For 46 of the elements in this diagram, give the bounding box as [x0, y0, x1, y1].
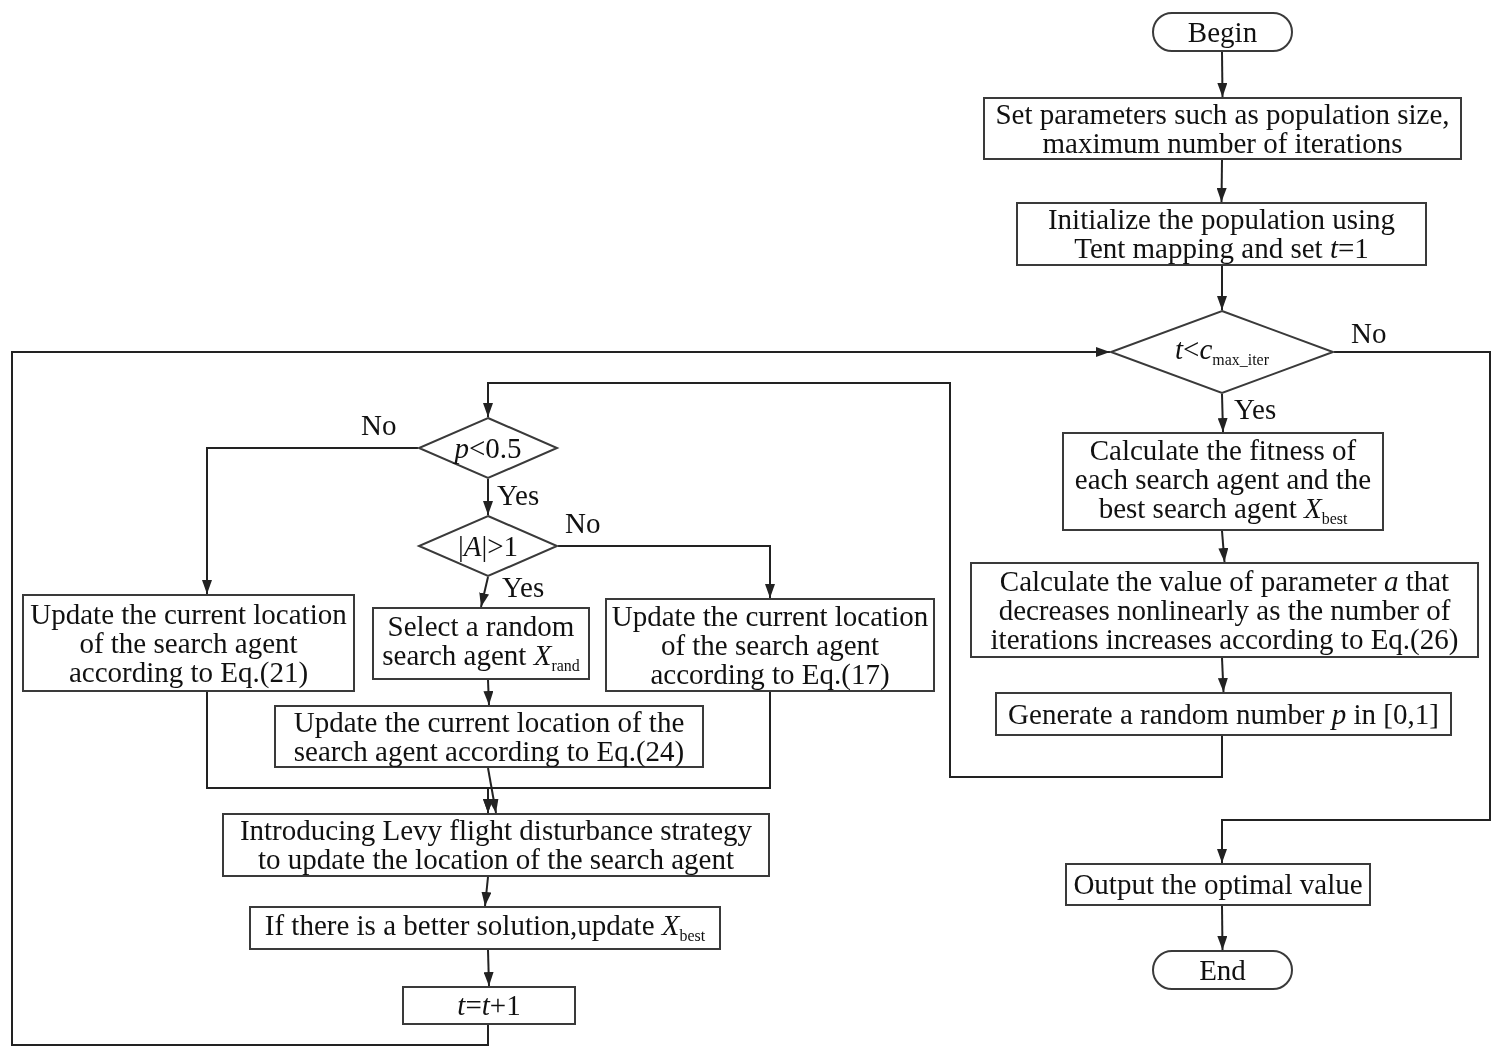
step-text: Set parameters such as population size, maximum number of iterations [994, 99, 1451, 158]
flow-arrow [1216, 159, 1227, 203]
process-box [372, 607, 590, 680]
step-text: Generate a random number p in [0,1] [1007, 699, 1440, 729]
process-box [995, 692, 1452, 736]
step-text: Calculate the value of parameter a that decreases nonlinearly as the number of iterations increases according to Eq.(26) [989, 566, 1460, 654]
step-text: Output the optimal value [1072, 870, 1364, 899]
decision-diamond [1110, 310, 1334, 394]
step-text: Calculate the fitness of each search agent and the best search agent X$_{best}$ [1073, 435, 1373, 528]
terminal-text: Begin [1186, 17, 1259, 47]
flow-arrow [1217, 905, 1228, 951]
process-box [970, 562, 1479, 658]
step-text: Update the current location of the search agent according to Eq.(21) [29, 599, 348, 687]
step-text: If there is a better solution,update X$_{best}$ [263, 911, 707, 945]
flow-arrow [483, 949, 494, 987]
process-box [1016, 202, 1427, 266]
flow-arrow [1217, 657, 1228, 693]
flow-arrow [479, 576, 490, 608]
decision-diamond [418, 515, 558, 577]
decision-diamond [418, 417, 558, 479]
step-text: Update the current location of the search agent according to Eq.(17) [610, 601, 930, 689]
flow-arrow [1217, 393, 1228, 433]
process-box [249, 906, 721, 950]
step-text: Update the current location of the search agent according to Eq.(24) [292, 707, 686, 766]
flow-arrow [483, 478, 493, 516]
flow-arrow [557, 545, 775, 599]
flow-arrow [1217, 351, 1491, 864]
step-text: Introducing Levy flight disturbance strategy to update the location of the search agent [238, 816, 754, 874]
condition-text: p<0.5 [452, 433, 523, 463]
flow-arrow [487, 767, 499, 814]
flow-arrow [1217, 265, 1227, 311]
terminal-text: End [1198, 955, 1247, 985]
process-box [1065, 863, 1371, 906]
step-text: Select a random search agent X$_{rand}$ [381, 612, 581, 675]
flow-arrow [483, 382, 1223, 778]
flow-arrow [1218, 530, 1229, 563]
step-text: t=t+1 [456, 991, 522, 1020]
condition-text: t<c$_{max_iter}$ [1174, 335, 1270, 369]
flow-arrow [481, 876, 492, 907]
flow-arrow [1217, 51, 1228, 98]
flow-arrow [202, 447, 419, 595]
condition-text: |A|>1 [456, 531, 520, 561]
flow-arrow [483, 679, 494, 706]
flow-arrow [11, 347, 1111, 1046]
step-text: Initialize the population using Tent mapping and set t=1 [1046, 205, 1397, 263]
process-box [402, 986, 576, 1025]
